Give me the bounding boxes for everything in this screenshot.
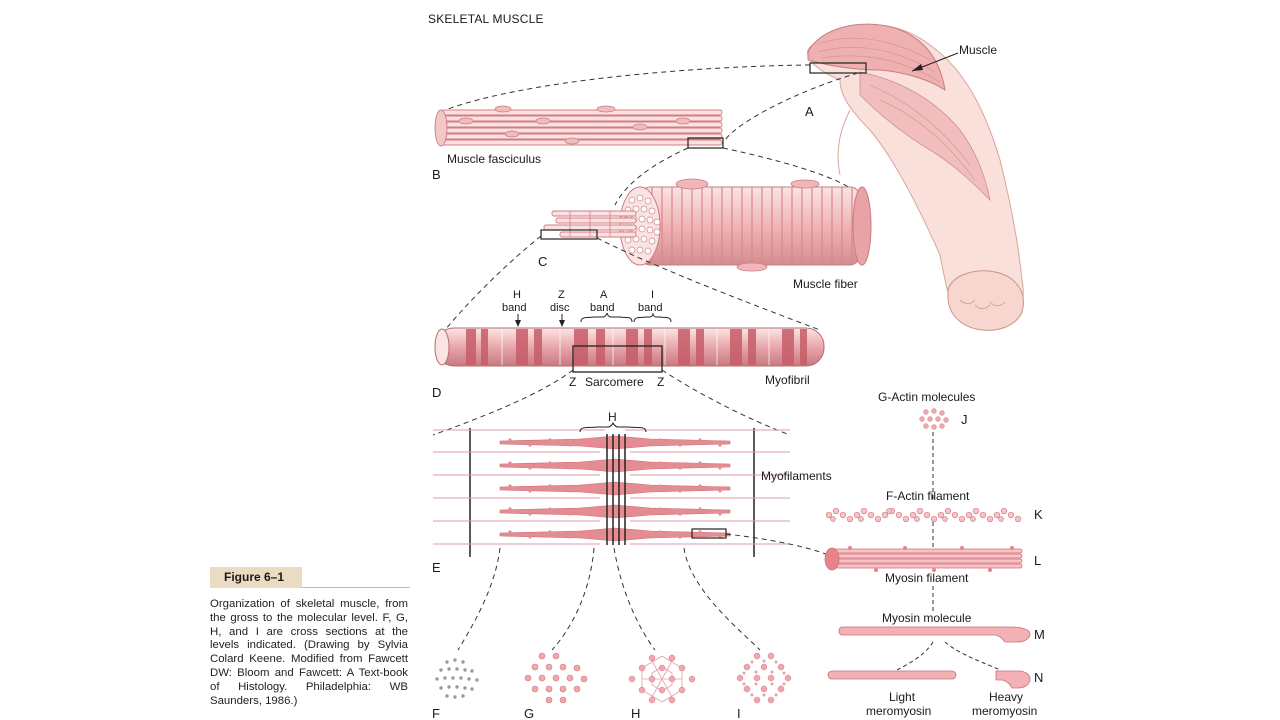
z-disc-label-1: Z: [558, 289, 565, 301]
figure-title: SKELETAL MUSCLE: [428, 12, 544, 26]
heavy-meromyosin-label-2: meromyosin: [972, 704, 1037, 718]
label-m: M: [1034, 627, 1045, 642]
h-zone-label: H: [608, 410, 617, 424]
sarcomere-selection-box: [572, 345, 663, 373]
label-j: J: [961, 412, 968, 427]
heavy-meromyosin-label-1: Heavy: [989, 690, 1023, 704]
myosin-filament: [824, 546, 1023, 572]
h-band-label-2: band: [502, 302, 526, 314]
fasciculus-selection-box: [687, 137, 724, 149]
myofibril-label: Myofibril: [765, 373, 810, 387]
g-actin-molecules: [919, 408, 949, 430]
label-i: I: [737, 706, 741, 720]
myofibril-illustration: [434, 312, 825, 373]
figure-caption-body: Organization of skeletal muscle, from th…: [210, 598, 408, 707]
f-actin-filament: [825, 507, 1022, 523]
i-band-label-1: I: [651, 289, 654, 301]
muscle-fiber-label: Muscle fiber: [793, 277, 858, 291]
muscle-fiber-illustration: [540, 178, 872, 272]
muscle-fasciculus-illustration: [434, 105, 724, 149]
label-h: H: [631, 706, 640, 720]
label-e: E: [432, 560, 441, 575]
z-left-label: Z: [569, 375, 576, 389]
sarcomere-label: Sarcomere: [585, 375, 644, 389]
myosin-molecule-label: Myosin molecule: [882, 611, 972, 625]
myosin-filament-selection-box: [691, 528, 727, 539]
myosin-molecule: [838, 626, 1031, 643]
heavy-meromyosin: [995, 670, 1031, 689]
light-meromyosin-label-2: meromyosin: [866, 704, 931, 718]
label-k: K: [1034, 507, 1043, 522]
label-g: G: [524, 706, 534, 720]
a-band-label-1: A: [600, 289, 608, 301]
label-d: D: [432, 385, 441, 400]
muscle-selection-box: [809, 62, 867, 74]
myofibril-selection-box: [540, 229, 598, 240]
z-right-label: Z: [657, 375, 664, 389]
cross-section-g: [524, 652, 588, 704]
figure-caption-heading: Figure 6–1: [210, 567, 302, 588]
cross-section-f: [435, 658, 479, 699]
label-b: B: [432, 167, 441, 182]
label-n: N: [1034, 670, 1043, 685]
label-l: L: [1034, 553, 1041, 568]
label-a: A: [805, 104, 814, 119]
light-meromyosin-label-1: Light: [889, 690, 916, 704]
caption-divider: [302, 587, 410, 588]
myosin-filament-label: Myosin filament: [885, 571, 969, 585]
label-f: F: [432, 706, 440, 720]
g-actin-label: G-Actin molecules: [878, 390, 975, 404]
cross-section-i: [736, 652, 792, 704]
i-band-label-2: band: [638, 302, 662, 314]
myofilaments-label: Myofilaments: [761, 469, 832, 483]
arm-illustration: Muscle: [807, 23, 1024, 331]
z-disc-label-2: disc: [550, 302, 570, 314]
light-meromyosin: [827, 670, 957, 680]
muscle-fasciculus-label: Muscle fasciculus: [447, 152, 541, 166]
a-band-label-2: band: [590, 302, 614, 314]
sarcomere-illustration: [433, 421, 790, 557]
h-band-label-1: H: [513, 289, 521, 301]
label-c: C: [538, 254, 547, 269]
cross-section-h: [628, 654, 696, 704]
muscle-label: Muscle: [959, 43, 997, 57]
f-actin-label: F-Actin filament: [886, 489, 970, 503]
